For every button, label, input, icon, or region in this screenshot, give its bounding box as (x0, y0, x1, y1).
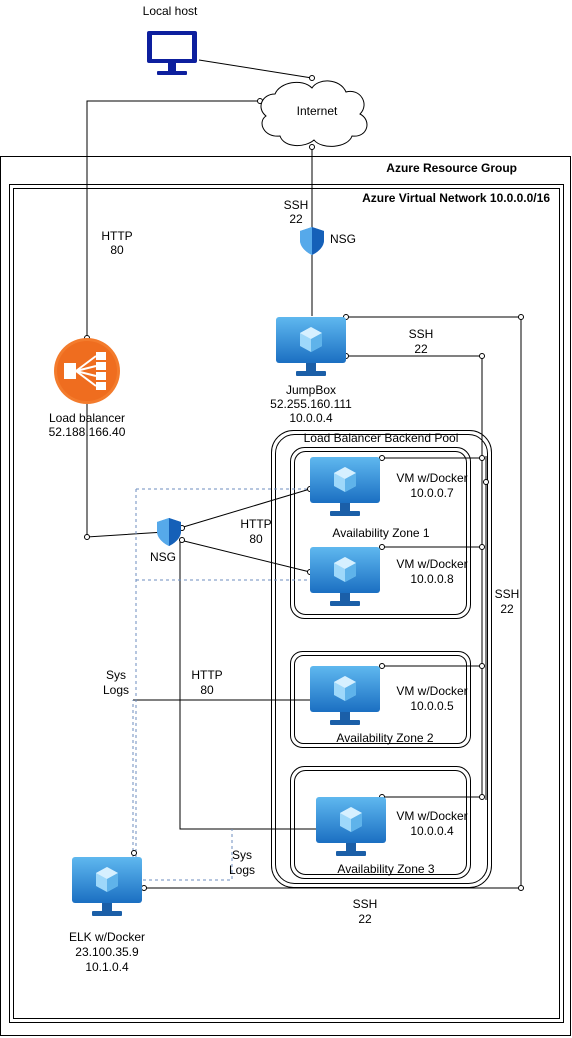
cloud-icon (260, 80, 368, 147)
vm1-label-1: VM w/Docker (396, 471, 467, 485)
load-balancer-label-1: Load balancer (49, 411, 125, 425)
elk-label-3: 10.1.0.4 (85, 960, 129, 974)
zone3-border-inner (294, 770, 467, 875)
elk-vm-icon (72, 857, 142, 916)
http-low-label-2: 80 (200, 683, 214, 697)
ssh-top-label-1: SSH (284, 198, 309, 212)
nsg-top-label: NSG (330, 232, 356, 246)
ssh-jumpbox-label-1: SSH (409, 327, 434, 341)
sys-logs-left-label-2: Logs (103, 683, 129, 697)
zone2-label: Availability Zone 2 (336, 731, 433, 745)
vm4-icon (316, 797, 386, 856)
http-mid-label-1: HTTP (240, 517, 271, 531)
nsg-mid-label: NSG (150, 550, 176, 564)
zone1-border-outer (290, 447, 471, 619)
jumpbox-label-2: 52.255.160.111 (270, 397, 352, 411)
virtual-network-border-inner (13, 188, 560, 1019)
resource-group-border (0, 156, 571, 1036)
solid-connectors (86, 59, 522, 889)
local-host-label: Local host (143, 4, 198, 18)
vm2-label-1: VM w/Docker (396, 557, 467, 571)
sys-logs-left-label-1: Sys (106, 668, 126, 682)
vm1-icon (310, 457, 380, 516)
vm4-label-1: VM w/Docker (396, 809, 467, 823)
monitor-icon (147, 31, 197, 75)
sys-logs-right-label-1: Sys (232, 848, 252, 862)
jumpbox-label-1: JumpBox (286, 383, 336, 397)
resource-group-label: Azure Resource Group (386, 161, 517, 175)
http-top-label-2: 80 (110, 243, 124, 257)
vm2-label-2: 10.0.0.8 (410, 572, 454, 586)
ssh-top-label-2: 22 (289, 212, 303, 226)
http-mid-label-2: 80 (249, 532, 263, 546)
dashed-log-connectors (129, 488, 308, 881)
load-balancer-icon (54, 338, 120, 404)
vm2-icon (310, 547, 380, 606)
vm3-label-2: 10.0.0.5 (410, 699, 454, 713)
http-top-label-1: HTTP (101, 229, 132, 243)
ssh-bottom-label-2: 22 (358, 912, 372, 926)
internet-label: Internet (297, 104, 338, 118)
elk-label-1: ELK w/Docker (69, 930, 145, 944)
vm3-icon (310, 666, 380, 725)
ssh-right-label-1: SSH (495, 587, 520, 601)
shield-icon (157, 518, 181, 546)
vm3-label-1: VM w/Docker (396, 684, 467, 698)
load-balancer-label-2: 52.188.166.40 (49, 425, 126, 439)
virtual-network-border-outer (9, 184, 564, 1023)
vm4-label-2: 10.0.0.4 (410, 824, 454, 838)
zone1-label: Availability Zone 1 (332, 526, 429, 540)
ssh-bottom-label-1: SSH (353, 897, 378, 911)
ssh-right-label-2: 22 (500, 602, 514, 616)
ssh-jumpbox-label-2: 22 (414, 342, 428, 356)
vm1-label-2: 10.0.0.7 (410, 486, 454, 500)
backend-pool-label: Load Balancer Backend Pool (304, 431, 459, 445)
elk-label-2: 23.100.35.9 (75, 945, 139, 959)
sys-logs-right-label-2: Logs (229, 863, 255, 877)
zone3-border-outer (290, 766, 471, 879)
zone3-label: Availability Zone 3 (337, 862, 434, 876)
shield-icon (300, 227, 324, 255)
jumpbox-label-3: 10.0.0.4 (289, 411, 333, 425)
virtual-network-label: Azure Virtual Network 10.0.0.0/16 (362, 191, 550, 205)
zone1-border-inner (294, 451, 467, 615)
jumpbox-vm-icon (276, 317, 346, 376)
http-low-label-1: HTTP (191, 668, 222, 682)
backend-pool-border-inner (275, 434, 488, 884)
